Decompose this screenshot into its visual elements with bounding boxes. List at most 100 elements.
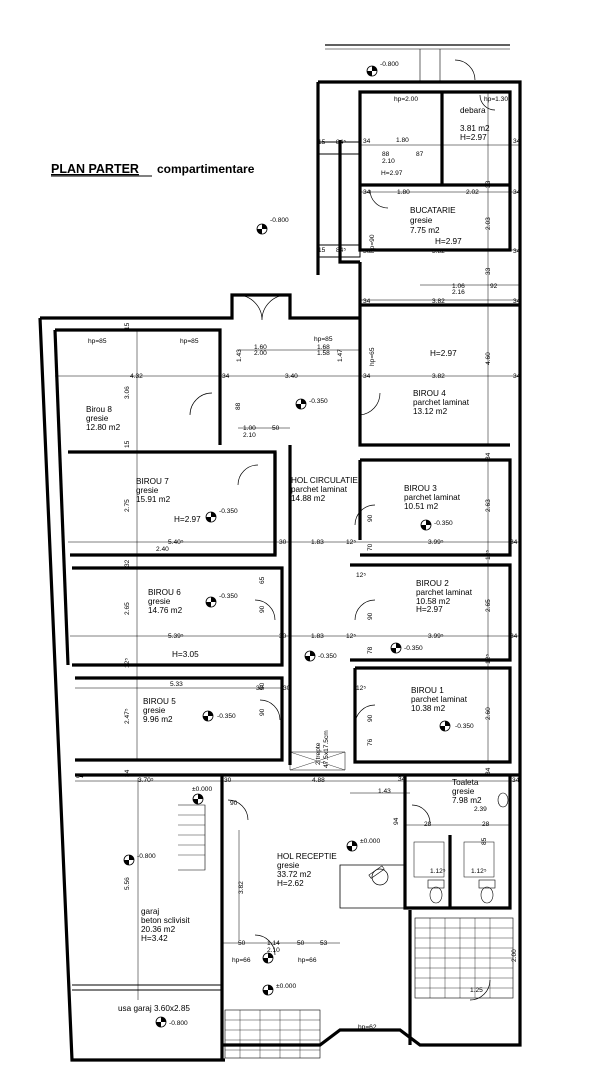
- dimension-label: 1.43: [236, 349, 243, 362]
- room-hol-receptie-finish: gresie: [277, 861, 300, 870]
- dimension-label: 1.25: [470, 987, 483, 994]
- corridor-stairs-icon: [289, 751, 346, 771]
- stairs-size-note: 47.5x17.5cm: [323, 730, 330, 768]
- room-birou2-area: 10.58 m2: [416, 597, 451, 606]
- dimension-label: 2.10: [382, 158, 395, 165]
- room-garaj-area: 20.36 m2: [141, 925, 176, 934]
- level-label: -0.800: [270, 217, 289, 224]
- toilet-icon: [478, 879, 496, 904]
- dimension-label: 15: [124, 440, 131, 448]
- garage-stairs-icon: [178, 804, 206, 871]
- room-bucatarie-area: 7.75 m2: [410, 226, 440, 235]
- dimension-label: 2.10: [267, 947, 280, 954]
- room-hol-receptie-name: HOL RECEPTIE: [277, 852, 337, 861]
- dimension-label: 90: [367, 514, 374, 522]
- hp-label: hp=90: [369, 234, 376, 253]
- room-birou2-name: BIROU 2: [416, 579, 449, 588]
- dimension-label: 3.82: [432, 248, 445, 255]
- dimension-label: 34: [485, 452, 492, 460]
- room-garaj-name: garaj: [141, 907, 159, 916]
- room-hol-receptie-area: 33.72 m2: [277, 870, 312, 879]
- room-birou3-area: 10.51 m2: [404, 502, 439, 511]
- room-birou5-area: 9.96 m2: [143, 715, 173, 724]
- hp-label: hp=65: [369, 347, 376, 366]
- level-marker-icon: [295, 398, 307, 410]
- dimension-label: 3.82: [432, 298, 445, 305]
- dimension-label: 12⁵: [485, 550, 492, 560]
- room-birou6-area: 14.76 m2: [148, 606, 183, 615]
- dimension-label: 1.43: [378, 788, 391, 795]
- level-markers: [123, 65, 451, 1028]
- dimension-label: 15: [318, 247, 326, 254]
- dimension-label: 76: [367, 738, 374, 746]
- level-label: -0.350: [404, 645, 423, 652]
- room-birou4-height: H=2.97: [430, 349, 457, 358]
- dimension-label: 1.12⁵: [430, 868, 446, 875]
- room-hol-receptie-height: H=2.62: [277, 879, 304, 888]
- room-birou1-finish: parchet laminat: [411, 695, 468, 704]
- dimension-label: 1.60: [254, 344, 267, 351]
- dimension-label: 5.56: [124, 877, 131, 890]
- dimension-label: 1.14: [267, 940, 280, 947]
- dimension-label: 78: [367, 646, 374, 654]
- level-label: -0.800: [169, 1020, 188, 1027]
- room-birou8-finish: gresie: [86, 414, 109, 423]
- dimension-label: 2.40: [156, 546, 169, 553]
- room-labels: debara 3.81 m2 H=2.97 BUCATARIE gresie 7…: [86, 106, 490, 1013]
- dimension-label: 28: [482, 821, 490, 828]
- wall-birou3: [360, 458, 512, 557]
- room-toaleta-finish: gresie: [452, 787, 475, 796]
- room-debara-height: H=2.97: [460, 133, 487, 142]
- room-hol-circulatie-name: HOL CIRCULATIE: [291, 476, 358, 485]
- dimension-label: 94: [393, 817, 400, 825]
- door-swing-icon: [369, 189, 389, 209]
- room-birou6-height: H=3.05: [172, 650, 199, 659]
- door-swing-icon: [354, 599, 376, 621]
- entrance-steps-icon: [224, 1009, 321, 1059]
- dimension-label: 2.03: [485, 217, 492, 230]
- dimension-label: 1.58: [317, 350, 330, 357]
- dimension-label: 30: [279, 633, 287, 640]
- wc-stall: [413, 841, 445, 878]
- dimension-label: 34: [222, 373, 230, 380]
- dimension-label: 90: [230, 800, 238, 807]
- dimension-label: 12⁵: [356, 685, 366, 692]
- level-marker-icon: [262, 952, 274, 964]
- room-birou4-name: BIROU 4: [413, 389, 446, 398]
- room-toaleta-area: 7.98 m2: [452, 796, 482, 805]
- dimension-label: 5.39⁵: [168, 633, 184, 640]
- plan-title: PLAN PARTER compartimentare: [51, 162, 255, 177]
- plan-title-main: PLAN PARTER: [51, 162, 139, 176]
- level-label: -0.350: [455, 723, 474, 730]
- dimension-label: 2.39: [474, 806, 487, 813]
- dimension-label: 90: [259, 708, 266, 716]
- door-swing-icon: [189, 392, 213, 416]
- room-garaj-height: H=3.42: [141, 934, 168, 943]
- dimension-label: 5.33: [170, 681, 183, 688]
- level-marker-icon: [123, 854, 135, 866]
- dimension-label: 34: [363, 373, 371, 380]
- level-label: -0.350: [434, 520, 453, 527]
- dimension-label: 34: [363, 138, 371, 145]
- dimension-label: 4.60: [485, 352, 492, 365]
- wall-chimney-bottom: [317, 244, 361, 258]
- dimension-label: 53: [320, 940, 328, 947]
- room-bucatarie-name: BUCATARIE: [410, 206, 456, 215]
- room-birou3-finish: parchet laminat: [404, 493, 461, 502]
- dimension-label: 50: [272, 425, 280, 432]
- dimension-label: 2.00: [511, 949, 518, 962]
- dimension-label: 3.40: [285, 373, 298, 380]
- level-marker-icon: [256, 223, 268, 235]
- dimension-label: 4.88: [312, 777, 325, 784]
- dimension-label: 1.06: [452, 283, 465, 290]
- level-label: -0.350: [309, 398, 328, 405]
- wall-north-east: [318, 80, 522, 1005]
- level-labels: -0.800 -0.800 -0.350 -0.350 -0.350 -0.35…: [137, 61, 474, 1027]
- level-marker-icon: [304, 650, 316, 662]
- room-birou5-finish: gresie: [143, 706, 166, 715]
- dimension-label: 90: [367, 714, 374, 722]
- dimension-label: 34: [510, 633, 518, 640]
- room-birou2-finish: parchet laminat: [416, 588, 473, 597]
- dimension-label: 12⁵: [356, 572, 366, 579]
